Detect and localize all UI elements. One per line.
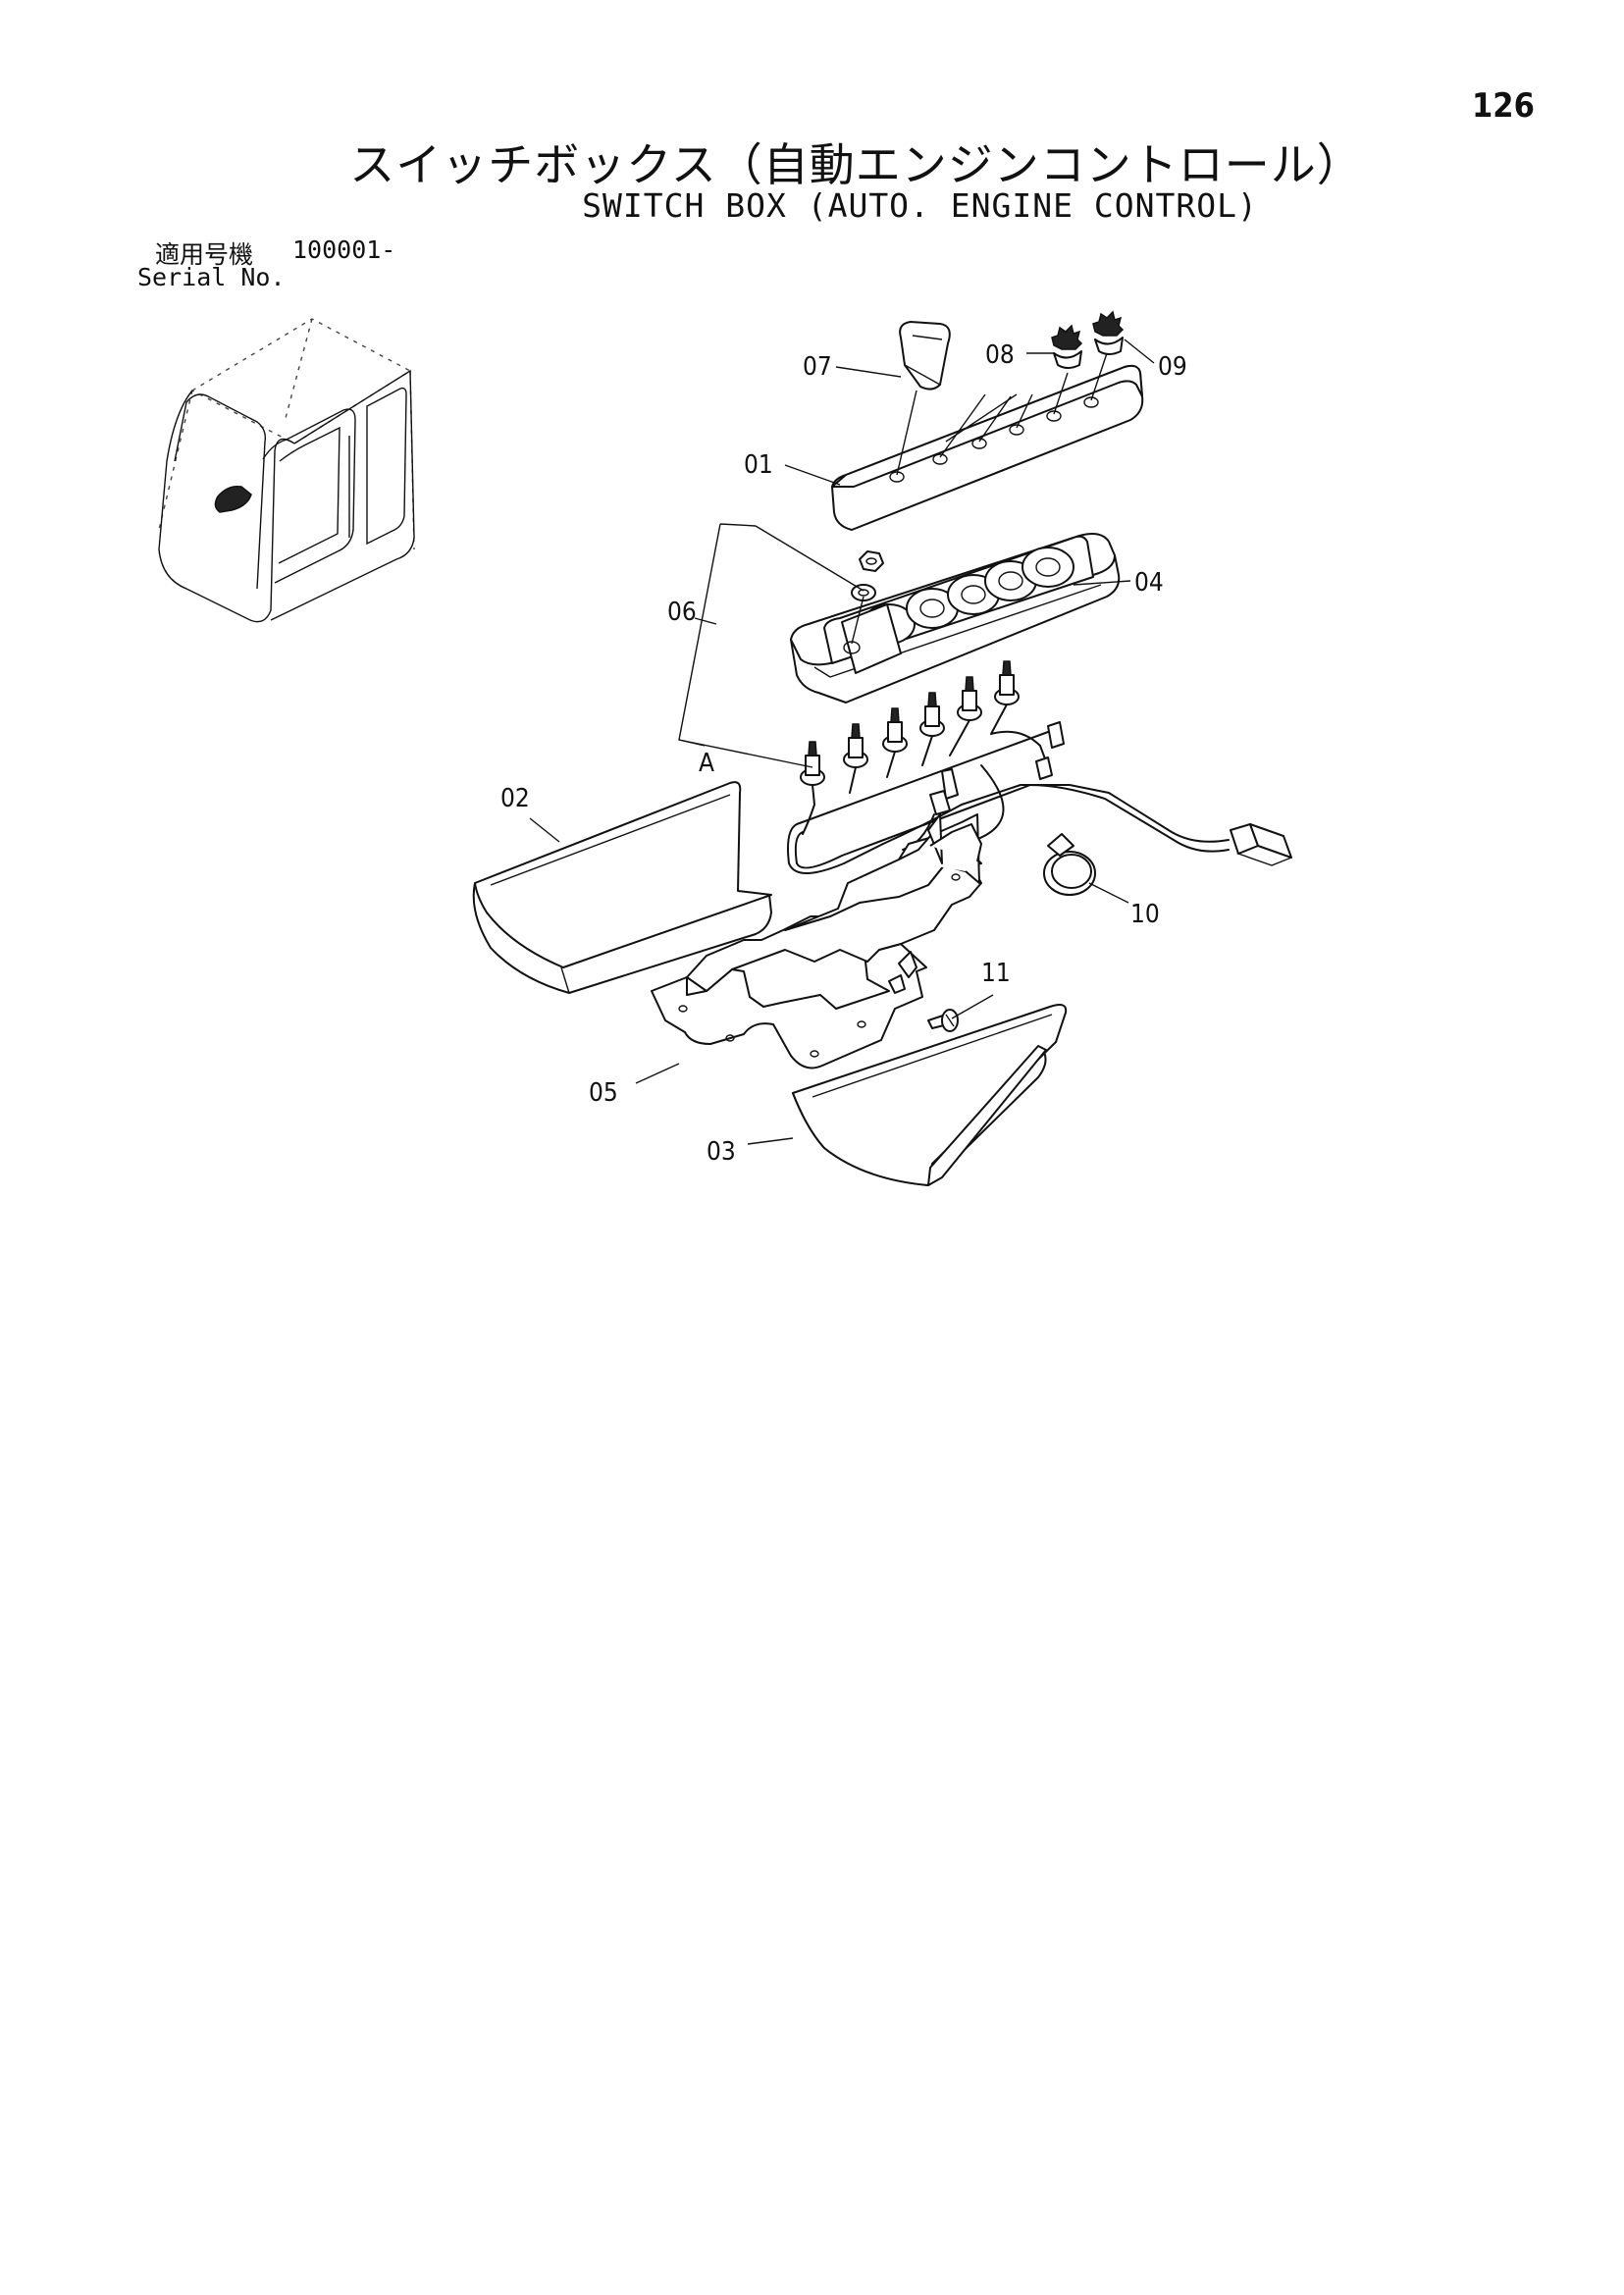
page-title-japanese: スイッチボックス（自動エンジンコントロール） (349, 138, 1363, 191)
callout-04: 04 (1134, 568, 1164, 598)
part-04-switch-housing (790, 533, 1121, 704)
part-03-side-cover (792, 1004, 1068, 1186)
cab-locator-illustration (158, 318, 415, 623)
callout-10: 10 (1130, 900, 1160, 929)
page-number: 126 (1472, 86, 1535, 126)
harness-connector (1230, 823, 1292, 866)
serial-label-english: Serial No. (137, 263, 286, 291)
callout-07: 07 (803, 352, 832, 382)
toggle-switches (800, 660, 1020, 786)
part-11-screw (927, 1009, 959, 1032)
callout-08: 08 (985, 340, 1015, 370)
serial-number-value: 100001- (292, 235, 396, 264)
part-08-knob (1051, 324, 1083, 369)
callout-09: 09 (1158, 352, 1187, 382)
serial-label-japanese: 適用号機 (155, 240, 254, 269)
view-marker-a: A (699, 749, 714, 778)
housing-bosses (863, 547, 1074, 645)
callout-11: 11 (981, 959, 1011, 988)
part-01-top-cover (831, 352, 1144, 531)
page-title-english: SWITCH BOX (AUTO. ENGINE CONTROL) (582, 186, 1258, 225)
callout-leaders (529, 339, 1155, 1145)
part-07-rotary-knob (899, 321, 951, 391)
part-02-side-cover (472, 781, 772, 994)
callout-06: 06 (667, 598, 697, 627)
callout-03: 03 (707, 1137, 736, 1167)
part-06-nut-and-washer (851, 550, 884, 601)
part-10-clamp (1043, 833, 1096, 896)
callout-02: 02 (500, 784, 530, 813)
callout-01: 01 (744, 450, 773, 480)
callout-05: 05 (589, 1078, 618, 1108)
cover-holes (889, 396, 1099, 483)
part-09-knob (1092, 310, 1125, 355)
callout-labels: 07 08 09 01 04 06 A 02 10 11 05 03 (500, 340, 1187, 1167)
part-05-bracket-plate (651, 813, 982, 1069)
